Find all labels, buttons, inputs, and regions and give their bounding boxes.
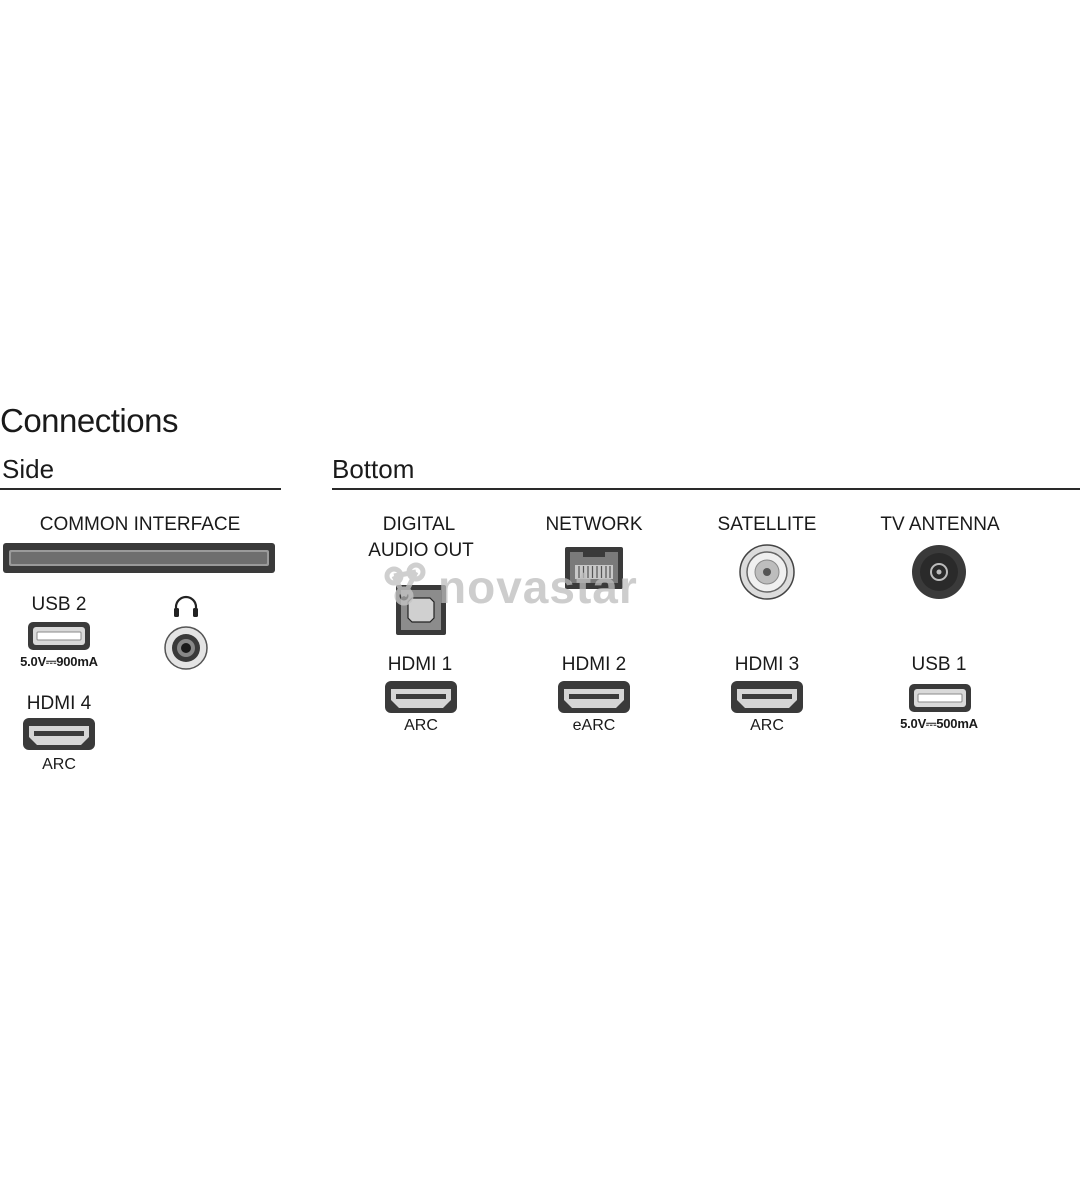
usb1-label: USB 1 (911, 654, 967, 675)
hdmi3-label: HDMI 3 (734, 654, 800, 675)
usb2-port-icon (28, 622, 90, 650)
watermark-text: novastar (438, 561, 638, 613)
hdmi4-label: HDMI 4 (26, 693, 92, 714)
usb2-label: USB 2 (31, 594, 87, 615)
headphones-icon (174, 595, 198, 617)
network-label: NETWORK (545, 514, 643, 535)
side-heading: Side (2, 454, 55, 484)
common-interface-slot-icon (3, 543, 275, 573)
headphone-jack-icon (164, 626, 208, 670)
bottom-divider (332, 488, 1080, 490)
hdmi1-sub: ARC (404, 717, 438, 734)
bottom-heading: Bottom (332, 454, 415, 484)
tv-antenna-label: TV ANTENNA (880, 514, 1000, 535)
common-interface-label: COMMON INTERFACE (39, 514, 241, 535)
hdmi3-sub: ARC (750, 717, 784, 734)
hdmi2-sub: eARC (572, 717, 616, 734)
ethernet-port-icon (565, 547, 623, 589)
optical-port-icon (396, 585, 446, 635)
digital-audio-out-label-line2: AUDIO OUT (368, 540, 474, 561)
digital-audio-out-label-line1: DIGITAL (382, 514, 456, 535)
usb2-spec: 5.0V⎓900mA (20, 654, 98, 669)
usb1-port-icon (909, 684, 971, 712)
side-divider (0, 488, 281, 490)
hdmi3-port-icon (731, 681, 803, 713)
watermark-logo-icon (384, 562, 426, 606)
satellite-connector-icon (739, 544, 795, 600)
antenna-connector-icon (912, 545, 966, 599)
hdmi4-sub: ARC (42, 756, 76, 773)
page-title: Connections (0, 402, 178, 439)
hdmi2-label: HDMI 2 (561, 654, 627, 675)
usb1-spec: 5.0V⎓500mA (900, 716, 978, 731)
hdmi1-label: HDMI 1 (387, 654, 453, 675)
hdmi1-port-icon (385, 681, 457, 713)
hdmi2-port-icon (558, 681, 630, 713)
hdmi4-port-icon (23, 718, 95, 750)
satellite-label: SATELLITE (717, 514, 817, 535)
